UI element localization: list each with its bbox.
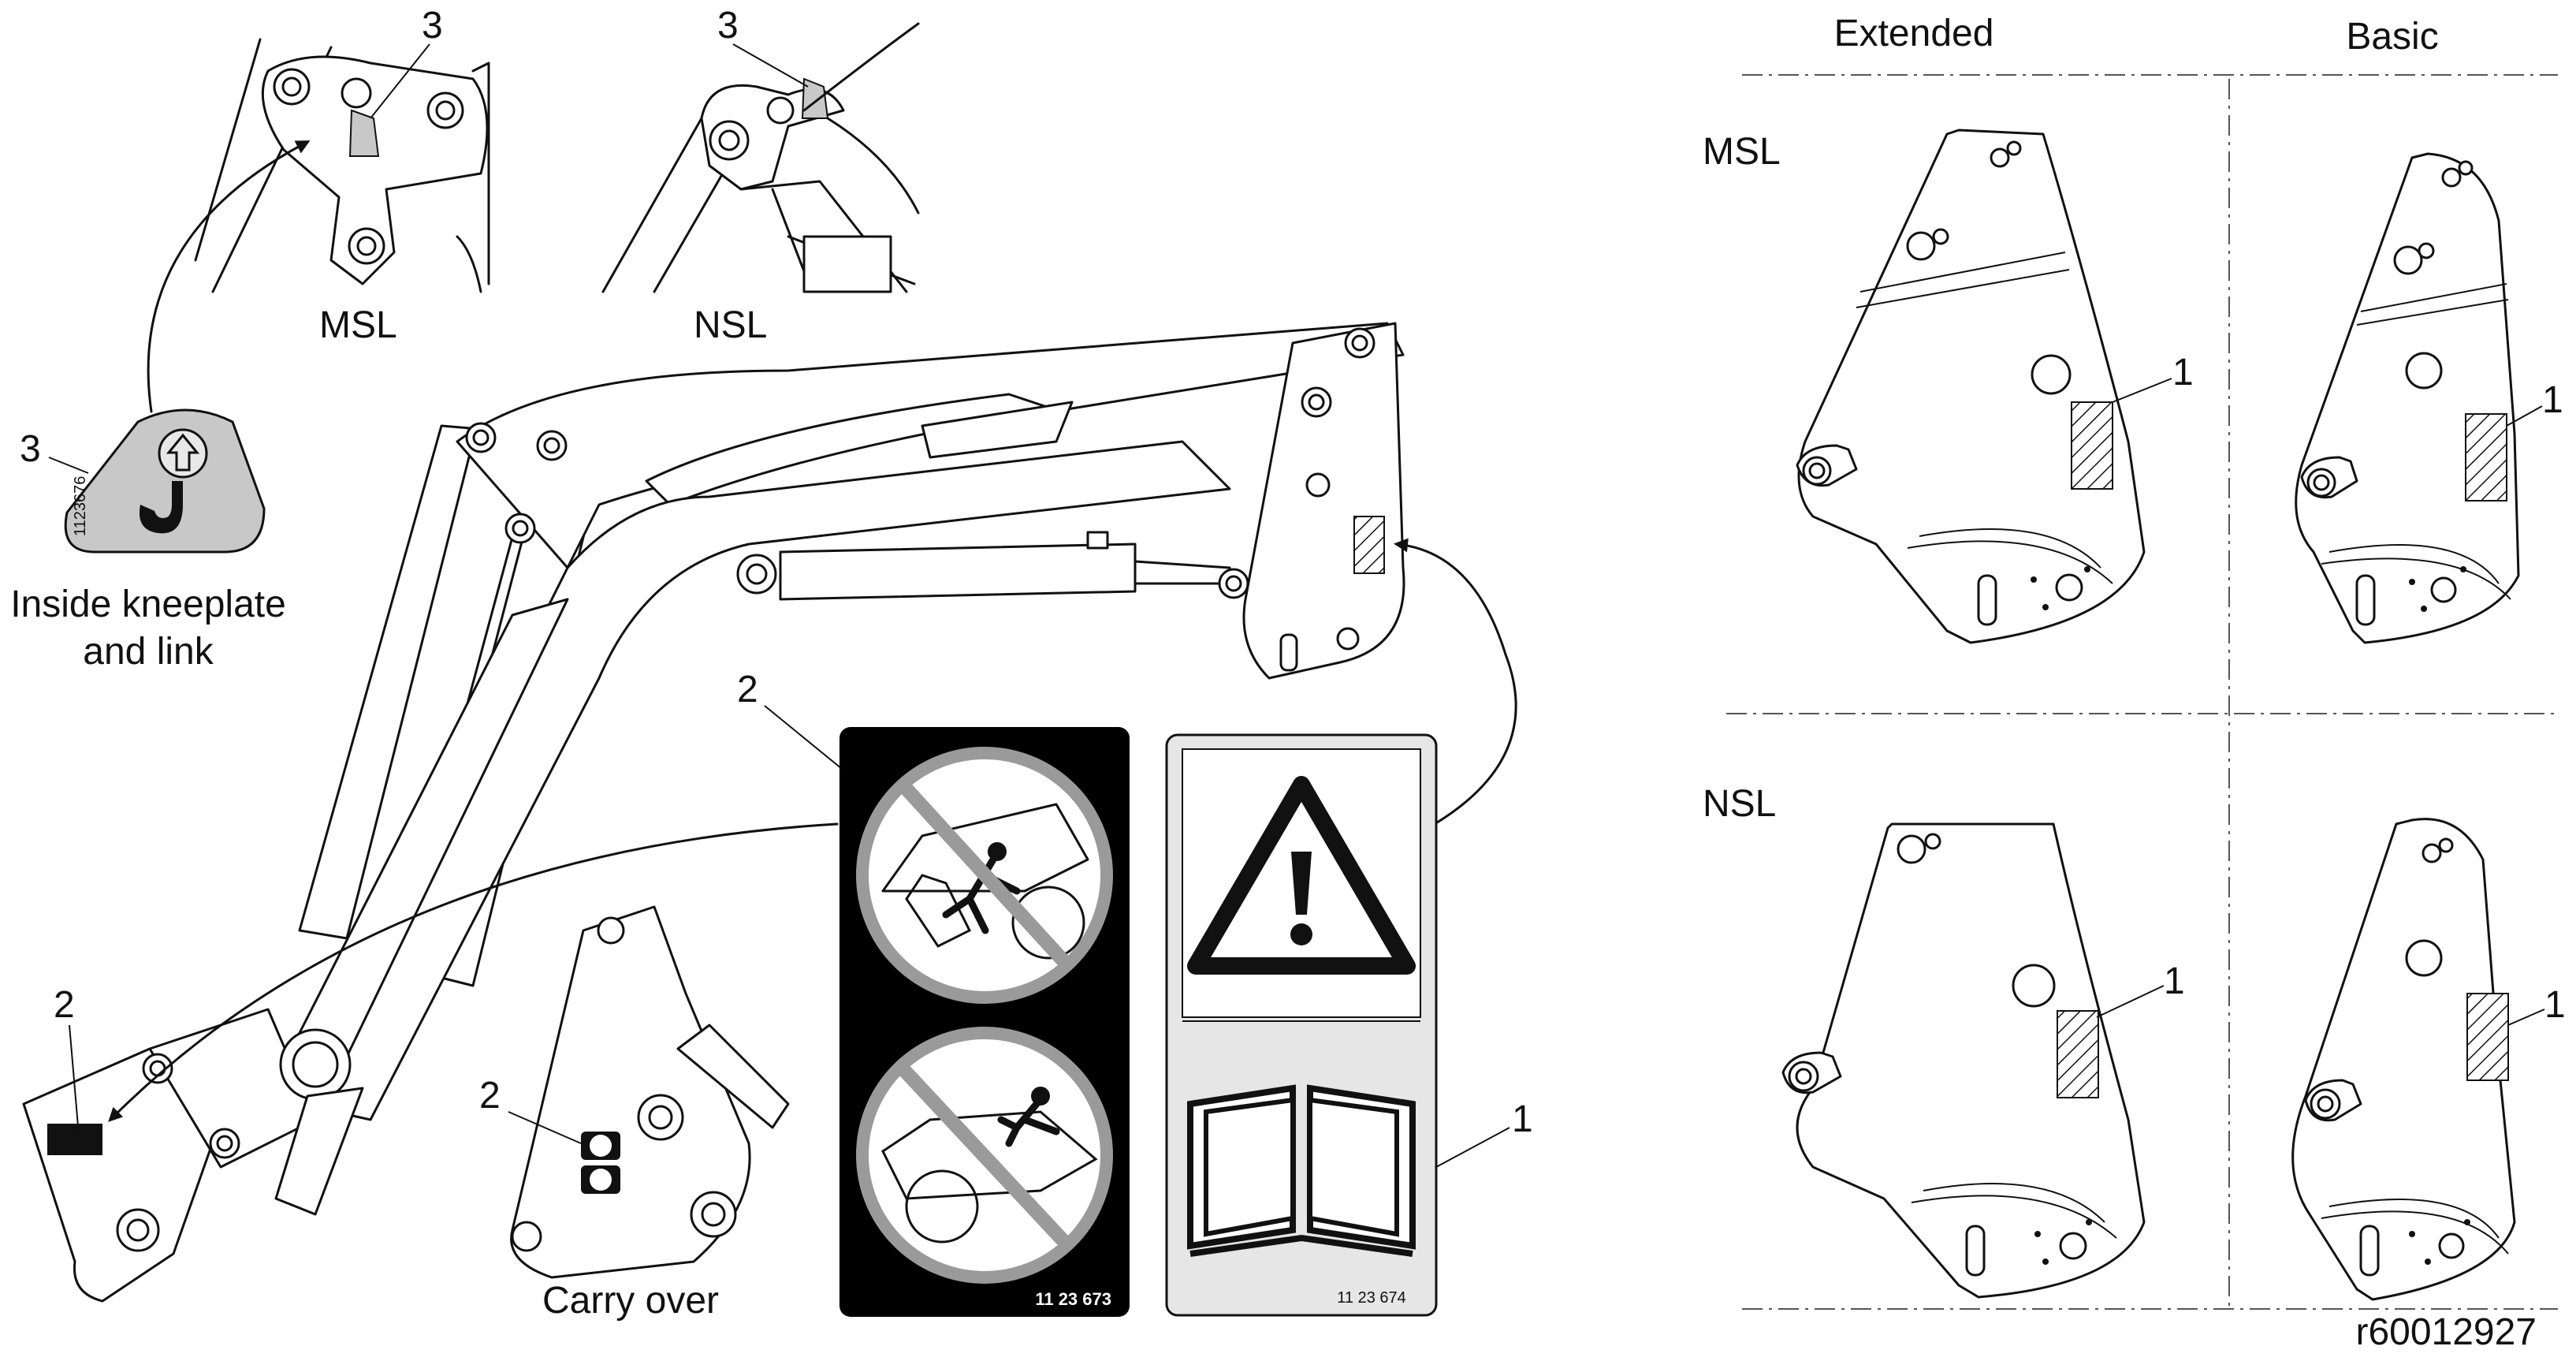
hook-decal: 1123676: [64, 408, 266, 554]
row-header-msl: MSL: [1703, 131, 1781, 173]
decal-1-position: [1353, 516, 1385, 574]
decal-1-part-number: 11 23 674: [1337, 1289, 1406, 1307]
column-header-extended: Extended: [1834, 13, 1994, 54]
row-header-nsl: NSL: [1703, 783, 1776, 825]
decal-1-warning-manual: 11 23 674: [1165, 733, 1438, 1317]
decal-2-prohibition: 11 23 673: [839, 727, 1130, 1317]
hook-decal-caption-line2: and link: [83, 631, 214, 673]
carry-over-caption: Carry over: [542, 1280, 719, 1322]
hook-decal-caption-line1: Inside kneeplate: [10, 584, 286, 625]
msl-inset: [194, 38, 490, 293]
plate-msl-basic: [2295, 152, 2520, 644]
plate-msl-basic-decal: [2465, 413, 2507, 502]
callout-2-decal: 2: [737, 669, 758, 710]
nsl-inset: [601, 22, 920, 293]
plate-msl-extended-decal: [2071, 401, 2113, 490]
hook-decal-small: [348, 109, 380, 157]
plate-nsl-basic-decal: [2466, 993, 2509, 1081]
plate-msl-extended: [1796, 129, 2146, 644]
plate-nsl-extended: [1781, 822, 2146, 1299]
callout-1-nsl-basic: 1: [2544, 984, 2566, 1026]
callout-3-hook: 3: [20, 428, 41, 470]
plate-nsl-extended-decal: [2057, 1010, 2099, 1098]
callout-1-msl-basic: 1: [2542, 379, 2563, 421]
callout-2-boom: 2: [54, 984, 75, 1026]
msl-inset-label: MSL: [319, 304, 397, 346]
hook-decal-part-number: 1123676: [72, 476, 89, 536]
callout-1-msl-extended: 1: [2172, 352, 2194, 393]
placement-grid: [1726, 74, 2558, 1310]
hook-decal-small-nsl: [801, 77, 829, 119]
callout-1-nsl-extended: 1: [2164, 960, 2185, 1002]
nsl-inset-label: NSL: [694, 304, 767, 346]
carry-over-bracket: [510, 905, 790, 1279]
callout-1-decal: 1: [1512, 1098, 1533, 1140]
callout-2-carry-over: 2: [479, 1075, 501, 1117]
loader-boom: [22, 322, 1405, 1303]
figure-reference: r60012927: [2355, 1311, 2537, 1353]
decal-2-part-number: 11 23 673: [1035, 1289, 1111, 1309]
column-header-basic: Basic: [2346, 16, 2438, 58]
callout-3-msl: 3: [422, 5, 443, 47]
callout-3-nsl: 3: [717, 5, 739, 47]
plate-nsl-basic: [2291, 818, 2516, 1301]
